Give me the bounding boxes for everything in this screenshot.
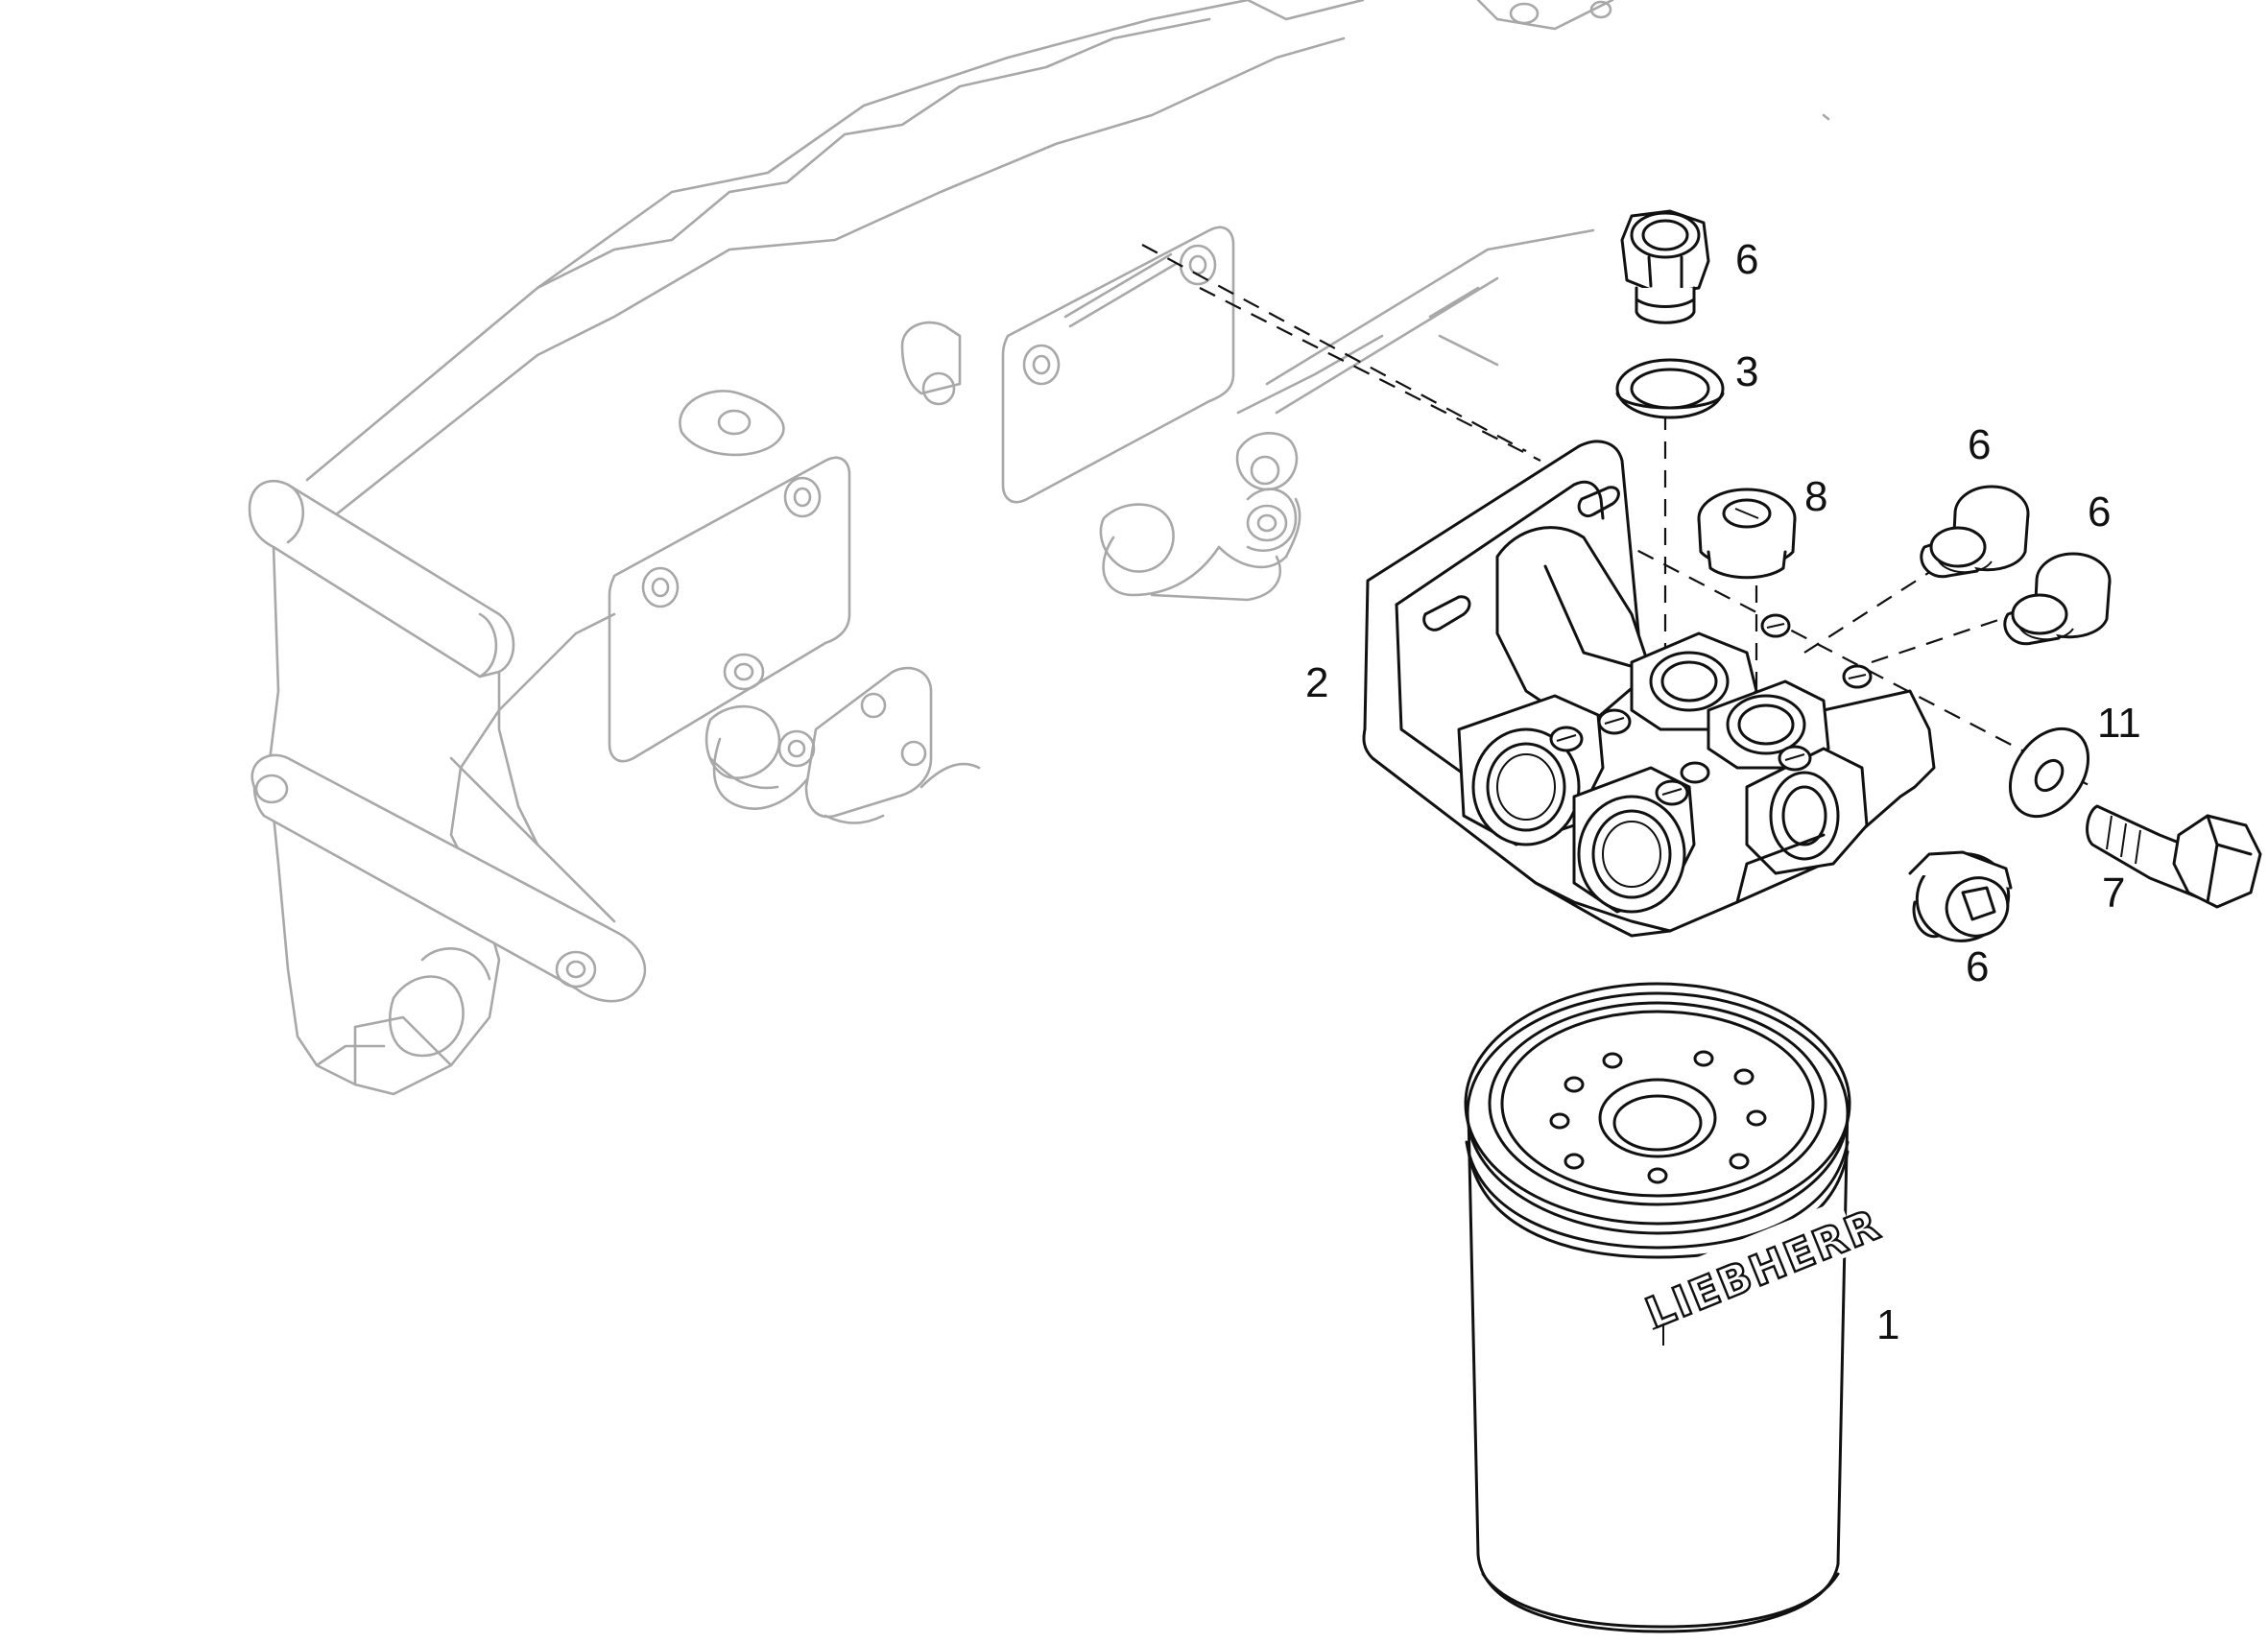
washer-part-11 bbox=[2008, 727, 2090, 819]
callout-3: 3 bbox=[1735, 348, 1758, 395]
callout-5: 6 bbox=[1735, 236, 1758, 283]
hex-plug-part-5 bbox=[1620, 209, 1710, 324]
engine-manifold-ghost bbox=[248, 0, 1830, 1096]
callout-6-right: 6 bbox=[2088, 488, 2111, 536]
callout-7: 7 bbox=[2102, 870, 2125, 917]
plug-part-6-top bbox=[1920, 485, 2030, 579]
callout-6-top: 6 bbox=[1968, 421, 1991, 468]
callout-11: 11 bbox=[2097, 700, 2141, 747]
hex-bolt-part-7 bbox=[2086, 804, 2262, 909]
filter-cartridge-part-1: LIEBHERR bbox=[1464, 982, 1889, 1633]
socket-plug-part-8 bbox=[1697, 488, 1797, 580]
sealing-ring-part-3 bbox=[1615, 358, 1725, 419]
callout-1: 1 bbox=[1876, 1301, 1899, 1348]
filter-head-bracket bbox=[1362, 440, 1936, 938]
callout-8: 8 bbox=[1804, 473, 1827, 520]
plug-part-6-right bbox=[2003, 552, 2112, 646]
callout-labels: 6 3 6 8 6 2 11 7 6 1 bbox=[1305, 236, 2141, 1348]
callout-6-bottom: 6 bbox=[1966, 943, 1989, 990]
plug-part-6-bottom bbox=[1908, 850, 2013, 942]
callout-2: 2 bbox=[1305, 659, 1328, 706]
